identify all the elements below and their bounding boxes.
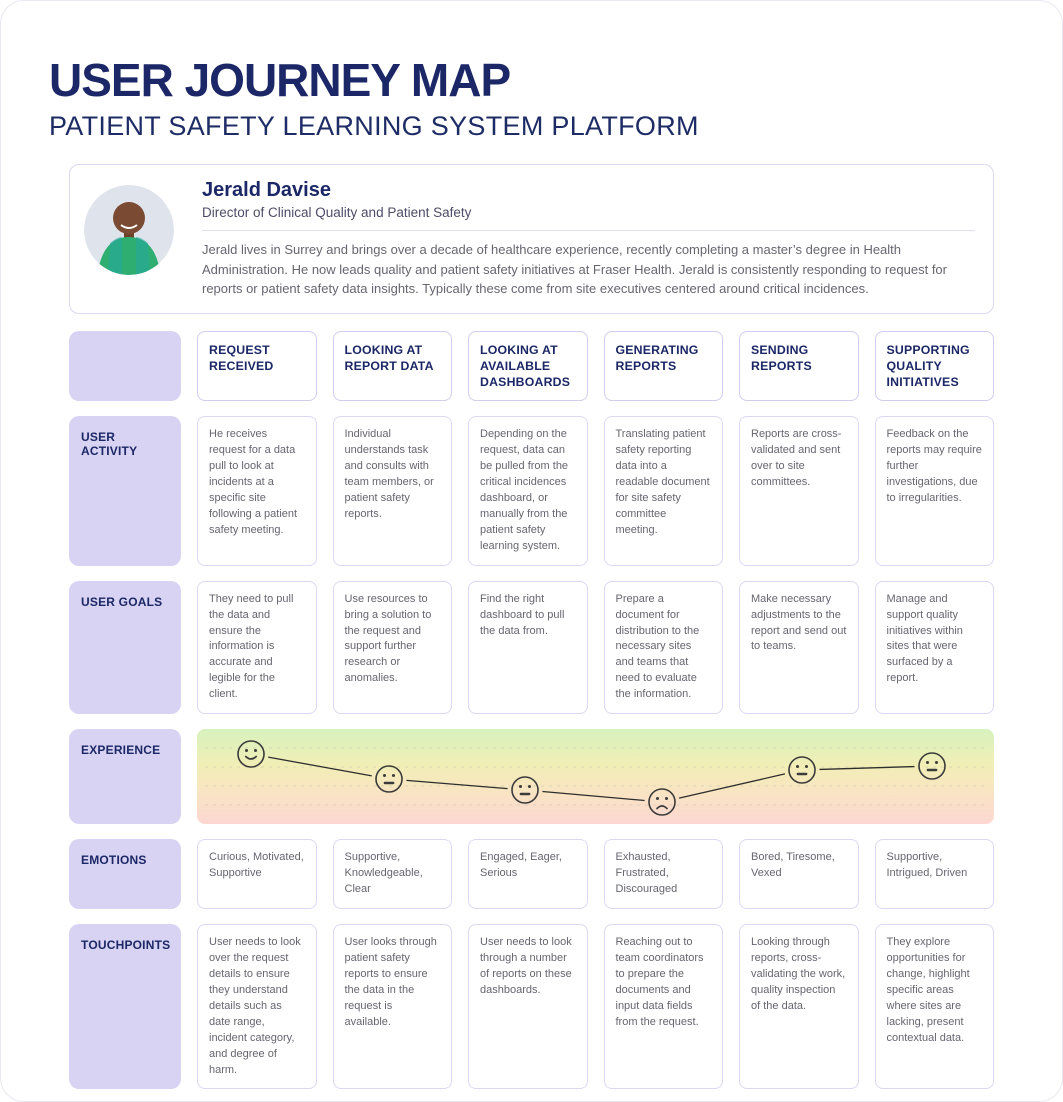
journey-cell-user-goals-5: Make necessary adjustments to the report… <box>739 580 859 715</box>
face-neutral-icon <box>511 776 539 805</box>
persona-divider <box>202 230 975 231</box>
journey-cell-user-activity-3: Depending on the request, data can be pu… <box>468 416 588 566</box>
face-neutral-icon <box>918 752 946 781</box>
experience-connector-line <box>678 773 786 799</box>
experience-curve-band <box>197 729 994 825</box>
face-sad-icon <box>648 788 676 817</box>
persona-avatar <box>84 185 174 275</box>
row-label-touchpoints: TOUCHPOINTS <box>69 924 181 1090</box>
journey-cell-user-activity-6: Feedback on the reports may require furt… <box>874 416 994 566</box>
stage-header-looking-at-report-data: LOOKING AT REPORT DATA <box>332 330 452 402</box>
experience-connector-line <box>406 779 508 790</box>
journey-cell-touchpoints-1: User needs to look over the request deta… <box>197 924 317 1090</box>
stage-header-generating-reports: GENERATING REPORTS <box>603 330 723 402</box>
journey-cell-emotions-6: Supportive, Intrigued, Driven <box>874 839 994 910</box>
journey-cell-touchpoints-3: User needs to look through a number of r… <box>468 924 588 1090</box>
journey-cell-emotions-1: Curious, Motivated, Supportive <box>197 839 317 910</box>
journey-cell-emotions-3: Engaged, Eager, Serious <box>468 839 588 910</box>
journey-cell-emotions-2: Supportive, Knowledgeable, Clear <box>332 839 452 910</box>
corner-cell <box>69 330 181 402</box>
journey-cell-emotions-4: Exhausted, Frustrated, Discouraged <box>603 839 723 910</box>
journey-cell-touchpoints-5: Looking through reports, cross-validatin… <box>739 924 859 1090</box>
experience-connector-line <box>542 791 645 802</box>
persona-role: Director of Clinical Quality and Patient… <box>202 205 472 220</box>
journey-cell-touchpoints-4: Reaching out to team coordinators to pre… <box>603 924 723 1090</box>
stage-header-supporting-quality-initiatives: SUPPORTING QUALITY INITIATIVES <box>874 330 994 402</box>
face-happy-icon <box>237 740 265 769</box>
journey-cell-touchpoints-2: User looks through patient safety report… <box>332 924 452 1090</box>
stage-header-sending-reports: SENDING REPORTS <box>739 330 859 402</box>
journey-cell-user-activity-1: He receives request for a data pull to l… <box>197 416 317 566</box>
journey-cell-user-goals-1: They need to pull the data and ensure th… <box>197 580 317 715</box>
journey-cell-user-goals-2: Use resources to bring a solution to the… <box>332 580 452 715</box>
journey-cell-touchpoints-6: They explore opportunities for change, h… <box>874 924 994 1090</box>
persona-bio: Jerald lives in Surrey and brings over a… <box>202 242 947 296</box>
journey-cell-emotions-5: Bored, Tiresome, Vexed <box>739 839 859 910</box>
stage-header-looking-at-available-dashboards: LOOKING AT AVAILABLE DASHBOARDS <box>468 330 588 402</box>
journey-cell-user-goals-6: Manage and support quality initiatives w… <box>874 580 994 715</box>
page-title: USER JOURNEY MAP <box>49 54 511 106</box>
row-label-user-goals: USER GOALS <box>69 580 181 715</box>
row-label-emotions: EMOTIONS <box>69 839 181 910</box>
persona-card: Jerald Davise Director of Clinical Quali… <box>69 164 994 314</box>
journey-cell-user-goals-4: Prepare a document for distribution to t… <box>603 580 723 715</box>
person-portrait-icon <box>84 185 174 275</box>
journey-cell-user-activity-5: Reports are cross-validated and sent ove… <box>739 416 859 566</box>
journey-cell-user-activity-2: Individual understands task and consults… <box>332 416 452 566</box>
row-label-experience: EXPERIENCE <box>69 729 181 825</box>
journey-cell-user-goals-3: Find the right dashboard to pull the dat… <box>468 580 588 715</box>
persona-text-block: Jerald Davise Director of Clinical Quali… <box>202 179 975 299</box>
journey-cell-user-activity-4: Translating patient safety reporting dat… <box>603 416 723 566</box>
stage-header-request-received: REQUEST RECEIVED <box>197 330 317 402</box>
page-subtitle: PATIENT SAFETY LEARNING SYSTEM PLATFORM <box>49 111 699 141</box>
experience-connector-line <box>819 766 915 771</box>
face-neutral-icon <box>788 756 816 785</box>
face-neutral-icon <box>375 765 403 794</box>
persona-name: Jerald Davise <box>202 179 331 201</box>
experience-connector-line <box>268 756 372 777</box>
experience-curve-svg <box>205 740 986 817</box>
row-label-user-activity: USER ACTIVITY <box>69 416 181 566</box>
